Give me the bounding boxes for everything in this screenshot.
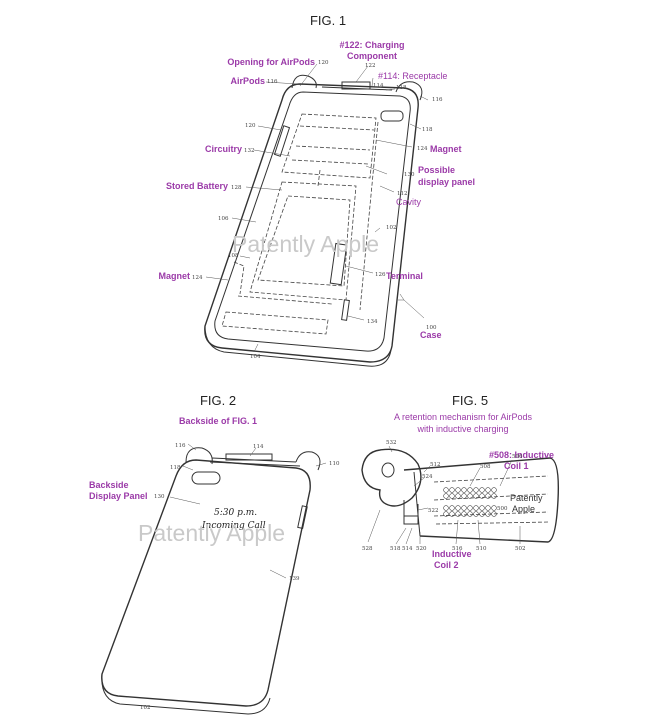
ref5-512: 512 <box>430 462 441 468</box>
ref2-114: 114 <box>253 444 264 450</box>
ref-112: 112 <box>397 191 408 197</box>
ref-106: 106 <box>218 216 229 222</box>
ref-100: 100 <box>426 325 437 331</box>
screen-message: Incoming Call <box>201 521 266 531</box>
fig1-watermark: Patently Apple <box>232 231 379 257</box>
fig5-numbers: 532 512 508 506 524 522 528 518 514 520 … <box>362 440 526 552</box>
magnet-bottom-label: Magnet <box>159 271 191 281</box>
fig2-case <box>101 447 321 715</box>
ref2-139: 139 <box>289 576 300 582</box>
fig5-watermark-line2: Apple <box>512 504 535 514</box>
coil1-label-line2: Coil 1 <box>504 461 529 471</box>
ref-120b: 120 <box>245 123 256 129</box>
airpods-label: AirPods <box>230 76 265 86</box>
display-panel-label-line1: Possible <box>418 165 455 175</box>
ref2-130: 130 <box>154 494 165 500</box>
ref5-516: 516 <box>452 546 463 552</box>
ref-122: 122 <box>365 63 376 69</box>
ref2-102: 102 <box>140 705 151 711</box>
charging-component-label-line1: #122: Charging <box>339 40 404 50</box>
ref-118a: 118 <box>396 85 407 91</box>
ref-132: 132 <box>244 148 255 154</box>
ref5-524: 524 <box>422 474 433 480</box>
case-label: Case <box>420 330 442 340</box>
ref-124a: 124 <box>417 146 428 152</box>
fig1-leaders <box>205 63 429 353</box>
ref-134: 134 <box>367 319 378 325</box>
ref-114: 114 <box>373 83 384 89</box>
circuitry-label: Circuitry <box>205 144 242 154</box>
coil2-label-line2: Coil 2 <box>434 560 459 570</box>
ref5-522: 522 <box>428 508 439 514</box>
fig2-numbers: 116 114 118 110 130 139 102 <box>140 443 340 711</box>
ref-108: 108 <box>228 253 239 259</box>
ref2-118: 118 <box>170 465 181 471</box>
ref-116a: 116 <box>267 79 278 85</box>
ref-104: 104 <box>250 354 261 360</box>
backside-display-label-line2: Display Panel <box>89 491 148 501</box>
ref-116b: 116 <box>432 97 443 103</box>
fig5-subtitle-line2: with inductive charging <box>416 424 508 434</box>
ref5-514: 514 <box>402 546 413 552</box>
ref-126: 126 <box>375 272 386 278</box>
charging-component-label-line2: Component <box>347 51 397 61</box>
fig1-title: FIG. 1 <box>310 13 346 28</box>
fig2-subtitle: Backside of FIG. 1 <box>179 416 257 426</box>
ref5-500: 500 <box>497 506 508 512</box>
ref5-520: 520 <box>416 546 427 552</box>
ref-118b: 118 <box>422 127 433 133</box>
fig2-title: FIG. 2 <box>200 393 236 408</box>
ref5-502: 502 <box>515 546 526 552</box>
ref5-518: 518 <box>390 546 401 552</box>
ref5-528: 528 <box>362 546 373 552</box>
receptacle-label: #114: Receptacle <box>378 71 447 81</box>
cavity-label: Cavity <box>396 197 422 207</box>
opening-label: Opening for AirPods <box>227 57 315 67</box>
ref-124b: 124 <box>192 275 203 281</box>
fig1-case <box>204 74 423 367</box>
screen-time: 5:30 p.m. <box>214 508 257 518</box>
fig5-drawing <box>361 448 560 543</box>
backside-display-label-line1: Backside <box>89 480 129 490</box>
ref2-110: 110 <box>329 461 340 467</box>
stored-battery-label: Stored Battery <box>166 181 228 191</box>
ref5-506: 506 <box>512 454 523 460</box>
fig5-title: FIG. 5 <box>452 393 488 408</box>
ref-120a: 120 <box>318 60 329 66</box>
ref5-510: 510 <box>476 546 487 552</box>
magnet-top-label: Magnet <box>430 144 462 154</box>
fig5-watermark-line1: Patently <box>510 493 543 503</box>
ref-130: 130 <box>404 172 415 178</box>
fig5-subtitle-line1: A retention mechanism for AirPods <box>394 412 533 422</box>
ref5-508: 508 <box>480 464 491 470</box>
fig2-watermark: Patently Apple <box>138 520 285 546</box>
ref2-116: 116 <box>175 443 186 449</box>
ref-102: 102 <box>386 225 397 231</box>
terminal-label: Terminal <box>386 271 423 281</box>
fig1-numbers: 120 122 114 116 118 116 120 118 124 132 … <box>192 60 443 360</box>
coil2-label-line1: Inductive <box>432 549 472 559</box>
fig5-leaders <box>367 445 521 545</box>
display-panel-label-line2: display panel <box>418 177 475 187</box>
ref5-532: 532 <box>386 440 397 446</box>
ref-128: 128 <box>231 185 242 191</box>
fig2-leaders <box>169 443 327 579</box>
coil1-label-line1: #508: Inductive <box>489 450 554 460</box>
